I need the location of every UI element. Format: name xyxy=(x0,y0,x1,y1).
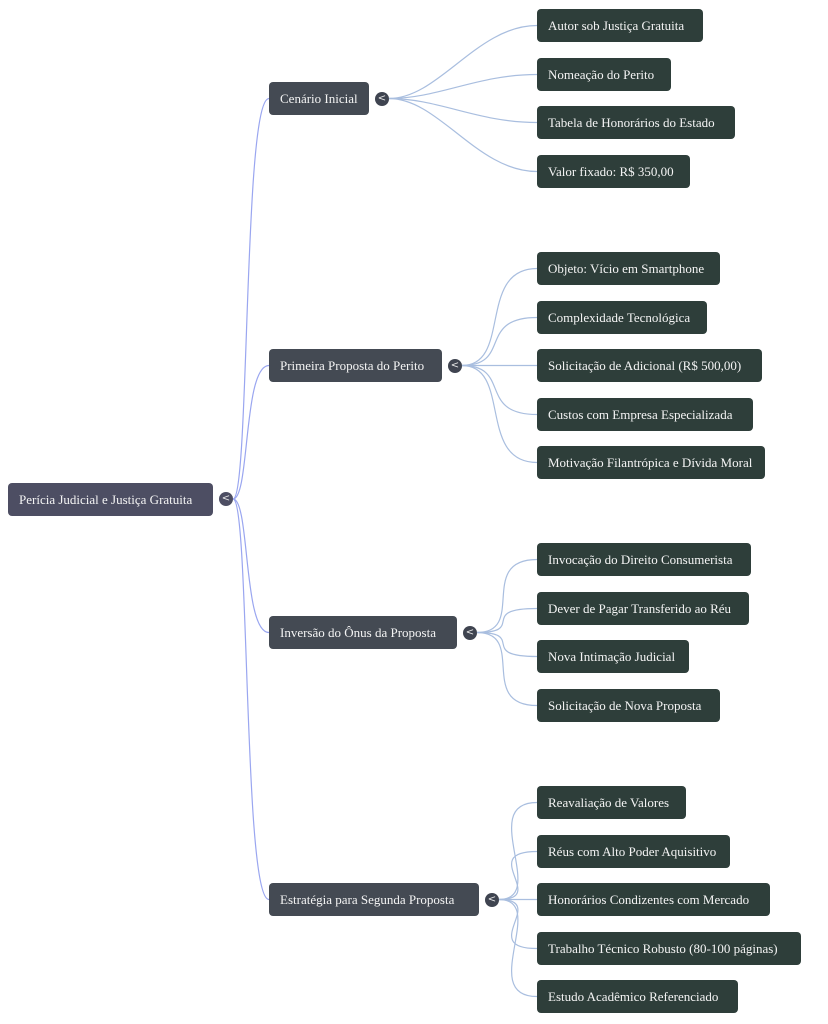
branch-leaf-link xyxy=(388,97,538,173)
leaf-node[interactable]: Estudo Acadêmico Referenciado xyxy=(537,980,738,1013)
leaf-node[interactable]: Motivação Filantrópica e Dívida Moral xyxy=(537,446,765,479)
branch-node[interactable]: Estratégia para Segunda Proposta xyxy=(269,883,479,916)
collapse-toggle-icon[interactable]: < xyxy=(485,892,499,907)
root-branch-link xyxy=(232,498,270,901)
leaf-node[interactable]: Trabalho Técnico Robusto (80-100 páginas… xyxy=(537,932,801,965)
root-branch-link xyxy=(232,364,270,500)
branch-leaf-link xyxy=(476,631,538,658)
leaf-node[interactable]: Réus com Alto Poder Aquisitivo xyxy=(537,835,730,868)
collapse-toggle-icon[interactable]: < xyxy=(375,91,389,106)
branch-leaf-link xyxy=(461,364,538,464)
root-branch-link xyxy=(232,498,270,634)
root-branch-link xyxy=(232,97,270,500)
branch-leaf-link xyxy=(461,364,538,416)
leaf-node[interactable]: Objeto: Vício em Smartphone xyxy=(537,252,720,285)
branch-leaf-link xyxy=(388,73,538,100)
branch-leaf-link xyxy=(476,558,538,634)
leaf-node[interactable]: Nova Intimação Judicial xyxy=(537,640,689,673)
leaf-node[interactable]: Autor sob Justiça Gratuita xyxy=(537,9,703,42)
collapse-toggle-icon[interactable]: < xyxy=(448,358,462,373)
branch-leaf-link xyxy=(476,631,538,707)
branch-leaf-link xyxy=(476,607,538,634)
leaf-node[interactable]: Valor fixado: R$ 350,00 xyxy=(537,155,690,188)
collapse-toggle-icon[interactable]: < xyxy=(219,492,233,506)
branch-leaf-link xyxy=(461,316,538,367)
branch-leaf-link xyxy=(498,850,538,901)
leaf-node[interactable]: Reavaliação de Valores xyxy=(537,786,686,819)
branch-leaf-link xyxy=(498,898,538,950)
collapse-toggle-icon[interactable]: < xyxy=(463,625,477,640)
branch-node[interactable]: Inversão do Ônus da Proposta xyxy=(269,616,457,649)
branch-node[interactable]: Primeira Proposta do Perito xyxy=(269,349,442,382)
leaf-node[interactable]: Nomeação do Perito xyxy=(537,58,671,91)
root-node[interactable]: Perícia Judicial e Justiça Gratuita xyxy=(8,483,213,516)
leaf-node[interactable]: Honorários Condizentes com Mercado xyxy=(537,883,770,916)
leaf-node[interactable]: Dever de Pagar Transferido ao Réu xyxy=(537,592,749,625)
leaf-node[interactable]: Solicitação de Adicional (R$ 500,00) xyxy=(537,349,762,382)
branch-leaf-link xyxy=(498,801,538,901)
leaf-node[interactable]: Tabela de Honorários do Estado xyxy=(537,106,735,139)
leaf-node[interactable]: Solicitação de Nova Proposta xyxy=(537,689,720,722)
branch-leaf-link xyxy=(461,267,538,367)
branch-leaf-link xyxy=(388,97,538,124)
leaf-node[interactable]: Complexidade Tecnológica xyxy=(537,301,707,334)
branch-node[interactable]: Cenário Inicial xyxy=(269,82,369,115)
branch-leaf-link xyxy=(388,24,538,100)
leaf-node[interactable]: Invocação do Direito Consumerista xyxy=(537,543,751,576)
leaf-node[interactable]: Custos com Empresa Especializada xyxy=(537,398,753,431)
branch-leaf-link xyxy=(498,898,538,998)
